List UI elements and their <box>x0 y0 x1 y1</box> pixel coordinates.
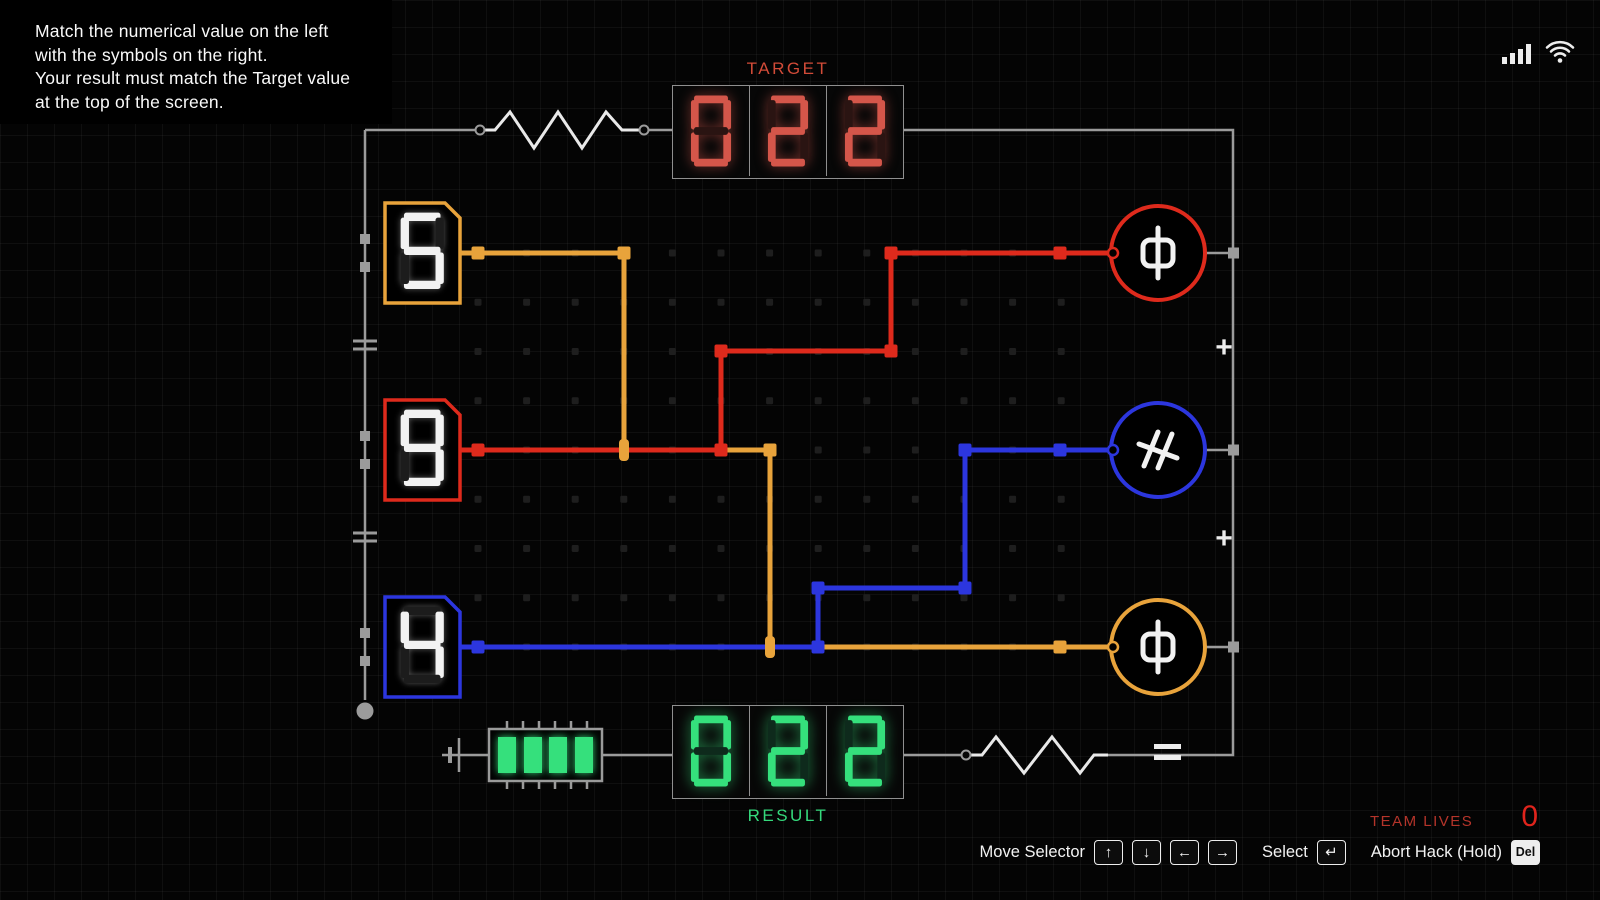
select-label: Select <box>1262 843 1308 861</box>
resistor-top <box>474 109 650 151</box>
symbol-node-red <box>1106 204 1207 302</box>
phi-icon <box>1140 619 1176 675</box>
instructions-panel: Match the numerical value on the left wi… <box>0 0 392 124</box>
result-digit <box>826 706 903 796</box>
number-node-5 <box>383 201 462 305</box>
status-icons <box>1502 40 1575 64</box>
resistor-bottom <box>960 734 1108 776</box>
abort-hack-label: Abort Hack (Hold) <box>1370 843 1502 861</box>
key-del-icon: Del <box>1511 840 1540 865</box>
team-lives-label: TEAM LIVES <box>1369 813 1474 830</box>
instructions-text: Match the numerical value on the left wi… <box>35 21 351 112</box>
wire-blue <box>460 447 1111 650</box>
phi-icon <box>1140 225 1176 281</box>
symbol-node-orange <box>1106 598 1207 696</box>
signal-bars-icon <box>1502 44 1531 64</box>
target-digit <box>826 86 903 176</box>
bus-end-dot <box>356 702 374 720</box>
key-enter-icon: ↵ <box>1316 840 1346 865</box>
team-lives: TEAM LIVES 0 <box>1370 802 1538 832</box>
circuit-frame: + + <box>353 128 1239 760</box>
target-display: TARGET <box>672 59 904 179</box>
move-selector-label: Move Selector <box>979 843 1086 861</box>
equals-operator <box>1154 744 1181 760</box>
target-digit <box>749 86 826 176</box>
key-down-icon: ↓ <box>1132 840 1162 865</box>
key-right-icon: → <box>1208 840 1238 865</box>
key-left-icon: ← <box>1170 840 1200 865</box>
wifi-icon <box>1545 40 1575 63</box>
target-label: TARGET <box>746 59 830 78</box>
number-node-4 <box>383 595 462 699</box>
battery <box>442 721 672 789</box>
plus-operator-top: + <box>1215 331 1233 364</box>
capacitor-ticks <box>353 339 377 543</box>
controls-bar: Move Selector ↑ ↓ ← → Select ↵ Abort Hac… <box>980 840 1540 865</box>
symbol-node-blue <box>1106 401 1207 499</box>
result-label: RESULT <box>747 806 829 825</box>
wire-red <box>460 250 1111 453</box>
team-lives-value: 0 <box>1521 800 1538 833</box>
key-up-icon: ↑ <box>1094 840 1124 865</box>
target-digit <box>673 86 749 176</box>
result-digit <box>749 706 826 796</box>
plus-operator-bottom: + <box>1215 522 1233 555</box>
number-node-9 <box>383 398 462 502</box>
result-digit <box>673 706 749 796</box>
wire-nodes <box>471 246 1067 658</box>
not-parallel-icon <box>1136 429 1180 471</box>
result-display: RESULT <box>672 705 904 825</box>
